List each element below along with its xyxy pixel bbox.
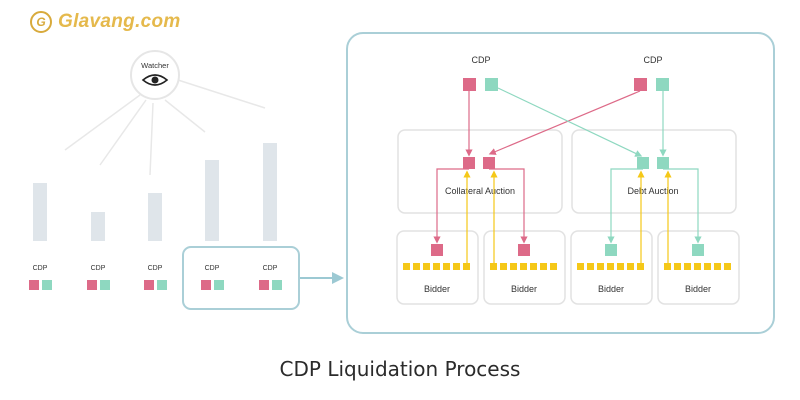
bid-token xyxy=(453,263,460,270)
auction-collateral-token xyxy=(463,157,475,169)
auction-debt-token xyxy=(657,157,669,169)
liquidation-candidates-box xyxy=(182,246,300,310)
collateral-auction-box xyxy=(397,129,563,214)
panel-cdp1-collateral-token xyxy=(463,78,476,91)
bid-token xyxy=(577,263,584,270)
cdp-collateral-bars xyxy=(33,143,277,241)
panel-cdp2-collateral-token xyxy=(634,78,647,91)
cdp-item: CDP xyxy=(201,265,224,290)
panel-cdp2-debt-token xyxy=(656,78,669,91)
logo-text: Glavang.com xyxy=(58,11,181,32)
bidder-received-debt xyxy=(692,244,704,256)
diagram-caption: CDP Liquidation Process xyxy=(279,357,521,381)
bid-token xyxy=(684,263,691,270)
debt-token xyxy=(100,280,110,290)
cdp-item: CDP xyxy=(144,265,167,290)
auction-debt-token xyxy=(637,157,649,169)
bidder-received-collateral xyxy=(518,244,530,256)
cdp-label: CDP xyxy=(33,265,48,272)
bid-token xyxy=(550,263,557,270)
bar-cdp-4 xyxy=(205,160,219,241)
eye-icon xyxy=(141,74,169,86)
bid-token xyxy=(443,263,450,270)
bid-arrows xyxy=(463,170,672,263)
brand-logo: G Glavang.com xyxy=(30,8,181,36)
cdp-item: CDP xyxy=(259,265,282,290)
cdp-item: CDP xyxy=(87,265,110,290)
watcher-label: Watcher xyxy=(141,61,169,70)
bid-token xyxy=(433,263,440,270)
watcher-node: Watcher xyxy=(130,50,180,100)
collateral-token xyxy=(201,280,211,290)
collateral-auction-label: Collateral Auction xyxy=(445,186,515,196)
bid-token xyxy=(587,263,594,270)
bid-token xyxy=(617,263,624,270)
bidder-label: Bidder xyxy=(598,284,624,294)
bid-token xyxy=(597,263,604,270)
cdp-item: CDP xyxy=(29,265,52,290)
cdp-label: CDP xyxy=(263,265,278,272)
collateral-token xyxy=(29,280,39,290)
collateral-token xyxy=(144,280,154,290)
bid-token xyxy=(463,263,470,270)
cdp-label: CDP xyxy=(91,265,106,272)
bid-token xyxy=(674,263,681,270)
bidder-label: Bidder xyxy=(511,284,537,294)
panel-cdp1-debt-token xyxy=(485,78,498,91)
cdp-label: CDP xyxy=(205,265,220,272)
bar-cdp-2 xyxy=(91,212,105,241)
cdp-label: CDP xyxy=(148,265,163,272)
bid-token xyxy=(490,263,497,270)
logo-mark-icon: G xyxy=(30,11,52,33)
bid-token xyxy=(540,263,547,270)
bid-token xyxy=(403,263,410,270)
bidder-received-debt xyxy=(605,244,617,256)
bid-token xyxy=(664,263,671,270)
bid-token xyxy=(627,263,634,270)
bidder-label: Bidder xyxy=(424,284,450,294)
bid-token xyxy=(607,263,614,270)
auction-to-bidder-arrows xyxy=(433,168,702,244)
bid-token xyxy=(413,263,420,270)
bar-cdp-5 xyxy=(263,143,277,241)
watcher-rays xyxy=(64,79,266,176)
bid-token-rows xyxy=(403,263,731,270)
cdp-to-auction-arrows xyxy=(465,87,667,157)
bar-cdp-3 xyxy=(148,193,162,241)
collateral-token xyxy=(87,280,97,290)
panel-cdp-label-2: CDP xyxy=(643,55,662,65)
cdp-list: CDP CDP CDP xyxy=(29,265,167,290)
bid-token xyxy=(423,263,430,270)
bid-token xyxy=(694,263,701,270)
debt-token xyxy=(214,280,224,290)
bidder-received-collateral xyxy=(431,244,443,256)
auction-collateral-token xyxy=(483,157,495,169)
bid-token xyxy=(500,263,507,270)
bar-cdp-1 xyxy=(33,183,47,241)
bid-token xyxy=(724,263,731,270)
bid-token xyxy=(637,263,644,270)
panel-cdp-label-1: CDP xyxy=(471,55,490,65)
debt-token xyxy=(157,280,167,290)
collateral-token xyxy=(259,280,269,290)
debt-token xyxy=(42,280,52,290)
debt-auction-label: Debt Auction xyxy=(627,186,678,196)
bid-token xyxy=(704,263,711,270)
bidder-label: Bidder xyxy=(685,284,711,294)
debt-auction-box xyxy=(571,129,737,214)
bid-token xyxy=(520,263,527,270)
bid-token xyxy=(714,263,721,270)
debt-token xyxy=(272,280,282,290)
bid-token xyxy=(530,263,537,270)
bid-token xyxy=(510,263,517,270)
